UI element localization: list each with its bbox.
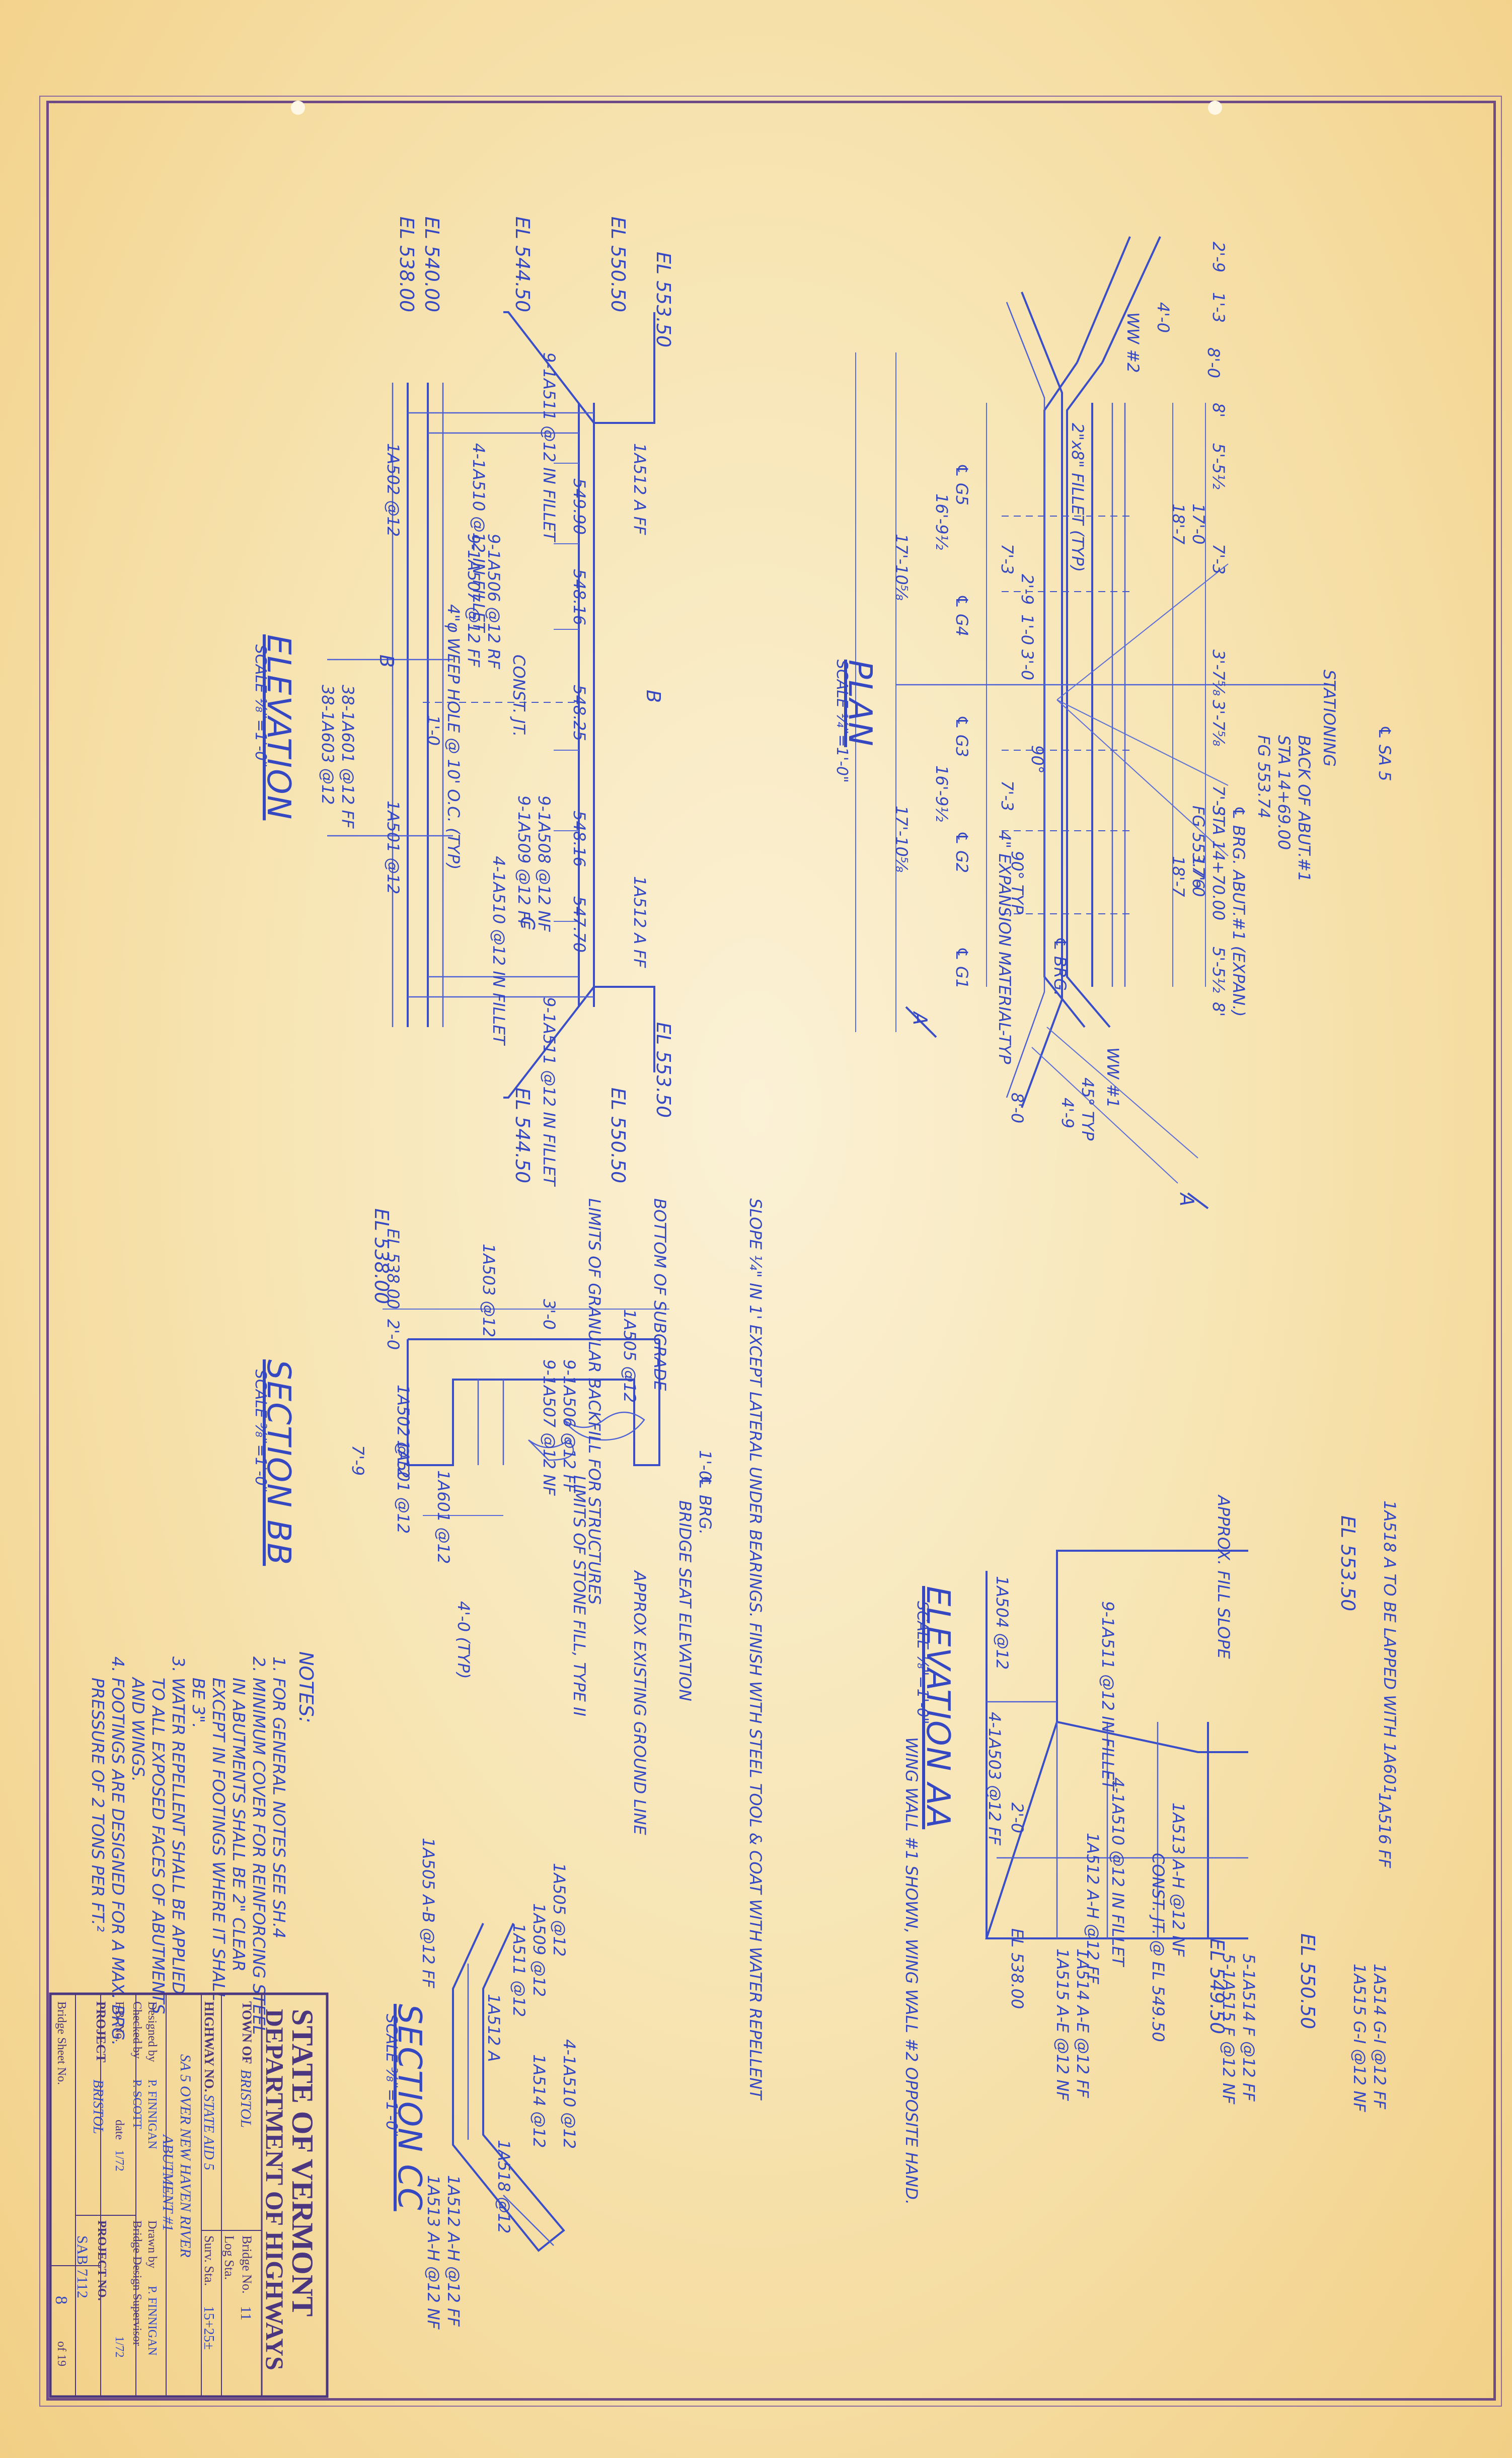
punch-hole [1208,101,1222,115]
title-state: STATE OF VERMONT [286,2009,319,2317]
project-label: PROJECT [94,2001,108,2063]
elevation-aa-view [985,1550,1248,1939]
drawn-value: P. FINNIGAN [145,2286,159,2356]
description-line-2: ABUTMENT #1 [160,2135,176,2231]
surv-label: Surv. Sta. [202,2235,216,2286]
log-sta-label: Log Sta. [222,2235,237,2280]
surv-value: 15+25± [201,2306,216,2350]
field-book-label: F.B. No. [113,2001,126,2042]
drawing-border [46,101,1496,2401]
sheet-value: 8 [52,2296,70,2304]
date-value: 1/72 [113,2150,126,2172]
date-value-2: 1/72 [113,2336,126,2358]
highway-value: STATE AID 5 [201,2094,216,2171]
title-dept: DEPARTMENT OF HIGHWAYS [261,2009,289,2370]
bridge-no-label: Bridge No. [240,2235,254,2294]
drawn-label: Drawn by [145,2220,159,2269]
project-value: BRISTOL [90,2079,106,2134]
sheet-label: Bridge Sheet No. [55,2001,68,2085]
sheet-of: of 19 [55,2341,68,2366]
bridge-no-value: 11 [238,2306,254,2321]
description-line-1: SA 5 OVER NEW HAVEN RIVER [177,2054,194,2258]
project-no-value: SAB 7112 [74,2235,91,2298]
section-cc-view [452,1923,565,2252]
elevation-view [327,311,655,1099]
plan-view [855,236,1334,1209]
designed-label: Designed by [145,2001,159,2062]
supervisor-label: Bridge Design Supervisor [130,2220,143,2346]
section-bb-view [383,1309,669,1516]
outer-border [39,96,1502,2407]
checked-label: Checked by [130,2001,143,2059]
highway-label: HIGHWAY NO. [202,2001,216,2092]
checked-value: P. SCOTT [130,2079,143,2129]
project-no-label: PROJECT NO. [95,2220,108,2301]
town-label: TOWN OF [240,2001,254,2064]
punch-hole [291,101,305,115]
designed-value: P. FINNIGAN [145,2079,159,2149]
town-value: BRISTOL [238,2069,254,2128]
date-label: date [113,2120,126,2140]
